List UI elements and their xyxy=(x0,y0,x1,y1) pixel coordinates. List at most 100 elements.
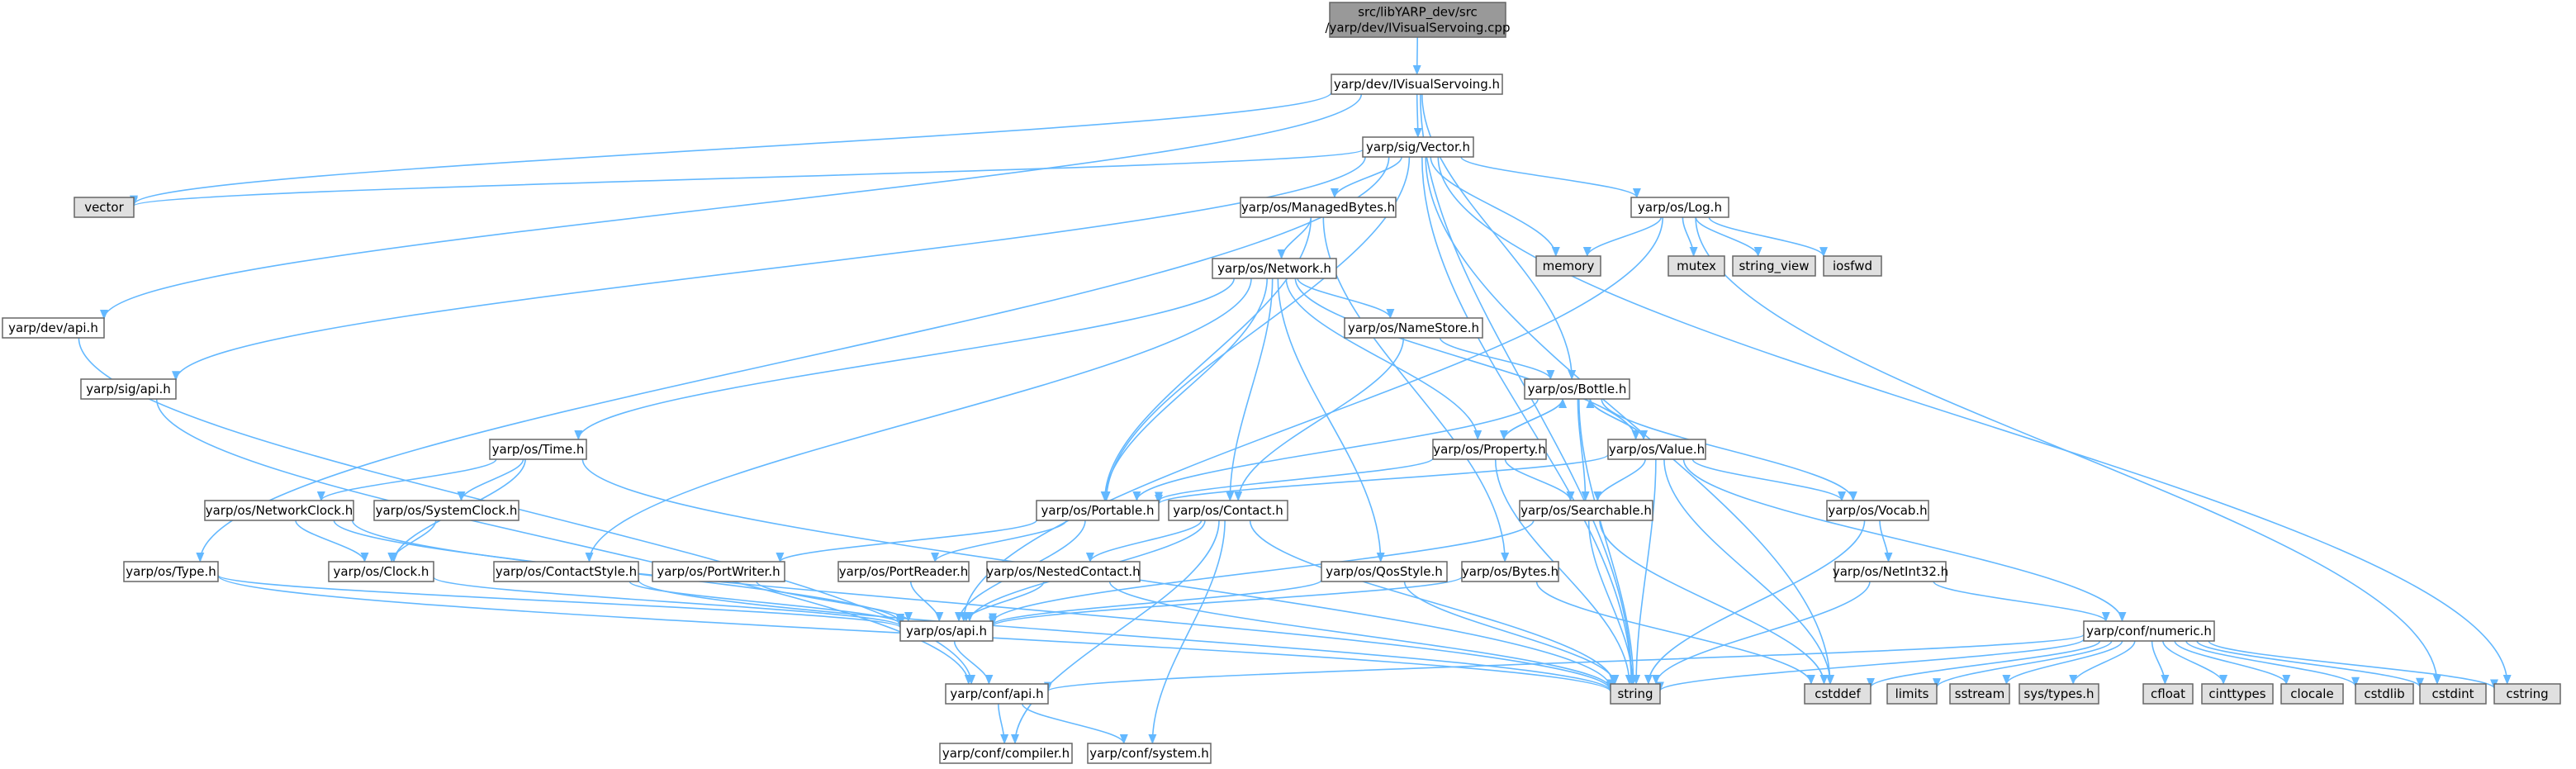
node-string_view[interactable]: string_view xyxy=(1732,255,1816,277)
node-system-box xyxy=(1087,743,1212,764)
edge-property-to-portable xyxy=(1155,457,1434,502)
node-bytes[interactable]: yarp/os/Bytes.h xyxy=(1461,561,1559,582)
edge-numeric-to-cstdint xyxy=(2196,640,2424,688)
edge-namestore-to-contact xyxy=(1234,337,1405,501)
edge-managedbytes-to-bytes xyxy=(1322,216,1510,563)
node-clock[interactable]: yarp/os/Clock.h xyxy=(328,561,434,582)
node-type[interactable]: yarp/os/Type.h xyxy=(123,561,219,582)
node-clocale[interactable]: clocale xyxy=(2280,683,2344,705)
node-nestedcontact[interactable]: yarp/os/NestedContact.h xyxy=(986,561,1141,582)
node-memory[interactable]: memory xyxy=(1535,255,1601,277)
node-contactstyle-label: yarp/os/ContactStyle.h xyxy=(496,564,637,579)
node-systypes[interactable]: sys/types.h xyxy=(2019,683,2099,705)
edge-network-to-contactstyle xyxy=(585,278,1252,563)
edge-log-to-osapi xyxy=(959,216,1663,622)
edge-value-to-cstddef xyxy=(1663,458,1835,685)
edge-contactstyle-to-osapi xyxy=(629,581,904,625)
edge-network-to-value xyxy=(1294,278,1640,440)
node-vector[interactable]: vector xyxy=(74,197,135,218)
node-bytes-box xyxy=(1461,561,1559,582)
node-numeric[interactable]: yarp/conf/numeric.h xyxy=(2083,620,2215,642)
node-confapi[interactable]: yarp/conf/api.h xyxy=(945,683,1049,705)
node-systypes-label: sys/types.h xyxy=(2023,686,2094,701)
node-compiler[interactable]: yarp/conf/compiler.h xyxy=(939,743,1073,764)
node-cfloat[interactable]: cfloat xyxy=(2142,683,2194,705)
node-cstring[interactable]: cstring xyxy=(2493,683,2561,705)
edge-property-to-bottle xyxy=(1503,398,1568,440)
node-sigapi[interactable]: yarp/sig/api.h xyxy=(80,378,177,400)
node-cstddef-box xyxy=(1804,683,1872,705)
node-ivs[interactable]: yarp/dev/IVisualServoing.h xyxy=(1331,74,1503,95)
node-root[interactable]: src/libYARP_dev/src/yarp/dev/IVisualServ… xyxy=(1326,2,1511,38)
node-nestedcontact-box xyxy=(986,561,1141,582)
edge-managedbytes-to-portable xyxy=(1100,216,1312,501)
node-vector_h[interactable]: yarp/sig/Vector.h xyxy=(1362,136,1474,158)
edge-numeric-to-string xyxy=(1656,638,2085,692)
edge-searchable-to-osapi xyxy=(989,520,1535,624)
node-limits-box xyxy=(1886,683,1938,705)
node-portreader[interactable]: yarp/os/PortReader.h xyxy=(837,561,970,582)
node-systemclock[interactable]: yarp/os/SystemClock.h xyxy=(373,500,519,521)
node-networkclock[interactable]: yarp/os/NetworkClock.h xyxy=(204,500,354,521)
node-time[interactable]: yarp/os/Time.h xyxy=(489,439,587,460)
node-portwriter-label: yarp/os/PortWriter.h xyxy=(657,564,780,579)
node-system[interactable]: yarp/conf/system.h xyxy=(1087,743,1212,764)
node-cinttypes[interactable]: cinttypes xyxy=(2201,683,2274,705)
node-cstdint[interactable]: cstdint xyxy=(2419,683,2487,705)
edge-vector_h-to-log xyxy=(1460,156,1641,198)
edge-value-to-bottle xyxy=(1586,398,1644,440)
node-networkclock-box xyxy=(204,500,354,521)
node-iosfwd[interactable]: iosfwd xyxy=(1823,255,1882,277)
node-systemclock-box xyxy=(373,500,519,521)
node-network-box xyxy=(1212,258,1337,279)
node-netint32[interactable]: yarp/os/NetInt32.h xyxy=(1833,561,1948,582)
node-ivs-box xyxy=(1331,74,1503,95)
node-cstddef[interactable]: cstddef xyxy=(1804,683,1872,705)
node-compiler-box xyxy=(939,743,1073,764)
node-devapi[interactable]: yarp/dev/api.h xyxy=(2,317,105,339)
node-value-box xyxy=(1607,439,1706,460)
edge-clock-to-osapi xyxy=(433,576,904,628)
edge-type-to-osapi xyxy=(217,574,904,629)
node-vocab-box xyxy=(1826,500,1929,521)
node-managedbytes[interactable]: yarp/os/ManagedBytes.h xyxy=(1240,197,1397,218)
edge-portable-to-portreader xyxy=(931,520,1067,563)
node-string[interactable]: string xyxy=(1610,683,1661,705)
node-osapi[interactable]: yarp/os/api.h xyxy=(899,620,994,642)
node-portable-label: yarp/os/Portable.h xyxy=(1041,503,1155,518)
node-cstdlib[interactable]: cstdlib xyxy=(2355,683,2414,705)
node-contactstyle[interactable]: yarp/os/ContactStyle.h xyxy=(493,561,639,582)
node-log[interactable]: yarp/os/Log.h xyxy=(1630,197,1729,218)
node-vocab[interactable]: yarp/os/Vocab.h xyxy=(1826,500,1929,521)
node-contactstyle-box xyxy=(493,561,639,582)
node-qosstyle[interactable]: yarp/os/QosStyle.h xyxy=(1321,561,1448,582)
node-property[interactable]: yarp/os/Property.h xyxy=(1432,439,1547,460)
node-bottle[interactable]: yarp/os/Bottle.h xyxy=(1524,378,1630,400)
node-contact[interactable]: yarp/os/Contact.h xyxy=(1168,500,1288,521)
node-osapi-box xyxy=(899,620,994,642)
node-contact-box xyxy=(1168,500,1288,521)
node-network[interactable]: yarp/os/Network.h xyxy=(1212,258,1337,279)
node-sstream[interactable]: sstream xyxy=(1949,683,2010,705)
node-qosstyle-box xyxy=(1321,561,1448,582)
node-string-box xyxy=(1610,683,1661,705)
edge-numeric-to-limits xyxy=(1933,640,2113,689)
node-networkclock-label: yarp/os/NetworkClock.h xyxy=(206,503,353,518)
node-value[interactable]: yarp/os/Value.h xyxy=(1607,439,1706,460)
node-searchable[interactable]: yarp/os/Searchable.h xyxy=(1519,500,1653,521)
node-limits[interactable]: limits xyxy=(1886,683,1938,705)
edge-numeric-to-clocale xyxy=(2174,640,2291,685)
edge-searchable-to-cstddef xyxy=(1599,520,1829,685)
node-confapi-box xyxy=(945,683,1049,705)
node-portable[interactable]: yarp/os/Portable.h xyxy=(1036,500,1160,521)
node-namestore[interactable]: yarp/os/NameStore.h xyxy=(1344,317,1483,339)
node-portwriter[interactable]: yarp/os/PortWriter.h xyxy=(652,561,785,582)
edge-ivs-to-devapi xyxy=(100,93,1363,320)
node-mutex[interactable]: mutex xyxy=(1668,255,1725,277)
node-searchable-box xyxy=(1519,500,1653,521)
node-contact-label: yarp/os/Contact.h xyxy=(1173,503,1283,518)
edge-bytes-to-osapi xyxy=(989,576,1463,628)
node-clocale-label: clocale xyxy=(2290,686,2333,701)
node-time-label: yarp/os/Time.h xyxy=(492,442,585,457)
